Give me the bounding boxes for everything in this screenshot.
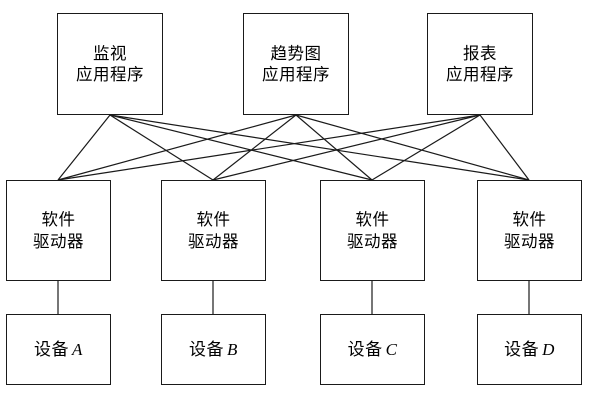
software-driver-box-3-line1: 软件: [355, 210, 390, 230]
software-driver-box-4-line1: 软件: [512, 210, 547, 230]
connector-app1-driver4: [109, 114, 530, 181]
software-driver-box-3-line2: 驱动器: [347, 231, 398, 251]
software-driver-box-1-line1: 软件: [41, 210, 76, 230]
application-box-2-line2: 应用程序: [262, 65, 330, 84]
software-driver-box-1[interactable]: 软件驱动器: [6, 180, 111, 281]
software-driver-box-2-line1: 软件: [196, 210, 231, 230]
software-driver-box-4-line2: 驱动器: [504, 231, 555, 251]
application-box-2[interactable]: 趋势图应用程序: [243, 13, 349, 115]
connector-app2-driver1: [57, 114, 297, 181]
connector-app3-driver4: [479, 114, 530, 181]
connector-app2-driver4: [295, 114, 530, 181]
connector-app1-driver1: [57, 114, 111, 181]
software-driver-box-1-line2: 驱动器: [33, 231, 84, 251]
connector-app1-driver3: [109, 114, 373, 181]
device-letter: C: [385, 339, 398, 359]
device-letter: A: [72, 339, 83, 359]
connector-app2-driver2: [212, 114, 297, 181]
application-box-1-line1: 监视: [93, 43, 127, 63]
connector-app3-driver3: [371, 114, 481, 181]
application-box-3[interactable]: 报表应用程序: [427, 13, 533, 115]
device-prefix: 设备: [504, 339, 540, 359]
application-box-1-line2: 应用程序: [76, 65, 144, 84]
device-letter: D: [542, 339, 555, 359]
device-letter: B: [227, 339, 238, 359]
application-box-3-line1: 报表: [463, 43, 497, 63]
application-box-2-line1: 趋势图: [270, 43, 322, 63]
connector-app3-driver1: [57, 114, 481, 181]
connector-app2-driver3: [295, 114, 373, 181]
software-driver-box-4[interactable]: 软件驱动器: [477, 180, 582, 281]
device-prefix: 设备: [189, 339, 225, 359]
device-prefix: 设备: [347, 339, 383, 359]
application-box-1[interactable]: 监视应用程序: [57, 13, 163, 115]
application-box-3-line2: 应用程序: [446, 65, 514, 84]
connector-app1-driver2: [109, 114, 214, 181]
device-prefix: 设备: [34, 339, 70, 359]
connector-app3-driver2: [212, 114, 481, 181]
software-driver-box-3[interactable]: 软件驱动器: [320, 180, 425, 281]
software-driver-box-2-line2: 驱动器: [188, 231, 239, 251]
software-driver-box-2[interactable]: 软件驱动器: [161, 180, 266, 281]
